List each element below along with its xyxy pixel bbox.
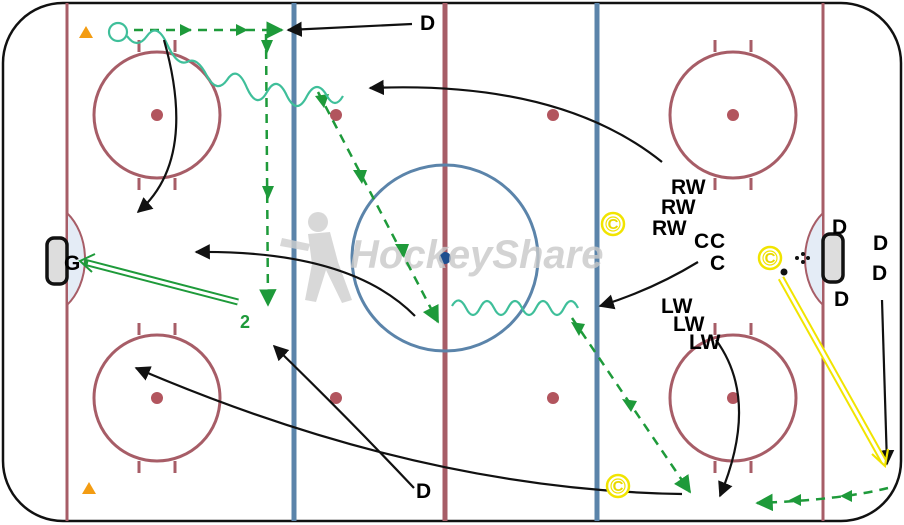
- right-wing-label-2: RW: [661, 196, 696, 219]
- right-wing-label-1: RW: [671, 176, 706, 199]
- pass-route-right-zone: [570, 317, 692, 494]
- pass-routes: [134, 21, 889, 512]
- pass-route-diagonal-center: [316, 91, 440, 324]
- center-label-1: C: [694, 230, 709, 253]
- center-dot: [439, 252, 451, 264]
- hockeyshare-watermark: HockeyShare: [280, 212, 603, 303]
- pivot-loop: [107, 21, 129, 43]
- goal-net-right: [821, 232, 845, 284]
- skate-route-breakout-down: [136, 39, 178, 214]
- pass-route-down-left: [259, 33, 277, 307]
- coach-icon: C: [765, 250, 776, 267]
- defense-label-right-2: D: [873, 232, 888, 255]
- puck-icon: [806, 256, 810, 260]
- defense-label-top: D: [420, 12, 435, 35]
- skate-route-right-d-down: [878, 299, 895, 466]
- defense-label-bottom: D: [416, 480, 431, 503]
- goal-net-left: [45, 236, 69, 286]
- coach-icon: C: [608, 216, 619, 233]
- center-circle: [350, 163, 540, 353]
- skate-route-rw-to-zone: [368, 79, 663, 163]
- faceoff-circle-top-left: [92, 40, 222, 190]
- center-label-2: C: [710, 230, 725, 253]
- shot-number-label: 2: [240, 312, 250, 332]
- cone-icon: [82, 482, 96, 494]
- defense-label-right-1: D: [832, 216, 847, 239]
- pass-route-bottom-right: [755, 486, 889, 512]
- neutral-dot-top-left: [330, 109, 342, 121]
- puck-icon: [795, 256, 799, 260]
- skate-route-c-to-blueline: [598, 261, 699, 310]
- center-label-3: C: [710, 252, 725, 275]
- neutral-dot-bottom-right: [547, 392, 559, 404]
- defense-label-right-4: D: [834, 288, 849, 311]
- wavy-route-center: [451, 299, 579, 317]
- faceoff-circle-top-right: [668, 40, 798, 190]
- neutral-dot-top-right: [547, 109, 559, 121]
- coach-pass-yellow: [777, 276, 890, 469]
- puck-icon: [801, 252, 805, 256]
- goalie-label: G: [64, 252, 80, 275]
- coach-marker-right-net: C: [757, 245, 783, 271]
- cone-icon: [79, 26, 93, 38]
- skate-route-center-to-left: [194, 244, 416, 317]
- neutral-dot-bottom-left: [330, 392, 342, 404]
- skate-route-d-top: [286, 21, 413, 38]
- puck-group: [780, 252, 810, 276]
- right-wing-label-3: RW: [652, 217, 687, 240]
- puck-icon: [801, 260, 805, 264]
- coach-marker-neutral: C: [600, 211, 626, 237]
- skate-route-d-bottom: [272, 344, 415, 489]
- player-labels: G D D D D D D RW RW RW C C C LW LW LW: [64, 12, 888, 503]
- watermark-text: HockeyShare: [350, 233, 603, 277]
- rink-markings: [45, 3, 845, 521]
- pass-route-direction-marks: [180, 24, 852, 506]
- coach-icon: C: [613, 478, 624, 495]
- shot-to-goalie: 2: [78, 253, 250, 332]
- faceoff-circle-bottom-left: [92, 323, 222, 473]
- left-wing-label-1: LW: [661, 295, 693, 318]
- left-wing-label-3: LW: [689, 331, 721, 354]
- coach-marker-bottom: C: [605, 473, 631, 499]
- left-wing-label-2: LW: [673, 313, 705, 336]
- skate-route-lw-curl: [715, 339, 741, 498]
- defense-label-right-3: D: [872, 262, 887, 285]
- puck-icon: [780, 268, 788, 276]
- goal-crease-right: [804, 210, 824, 308]
